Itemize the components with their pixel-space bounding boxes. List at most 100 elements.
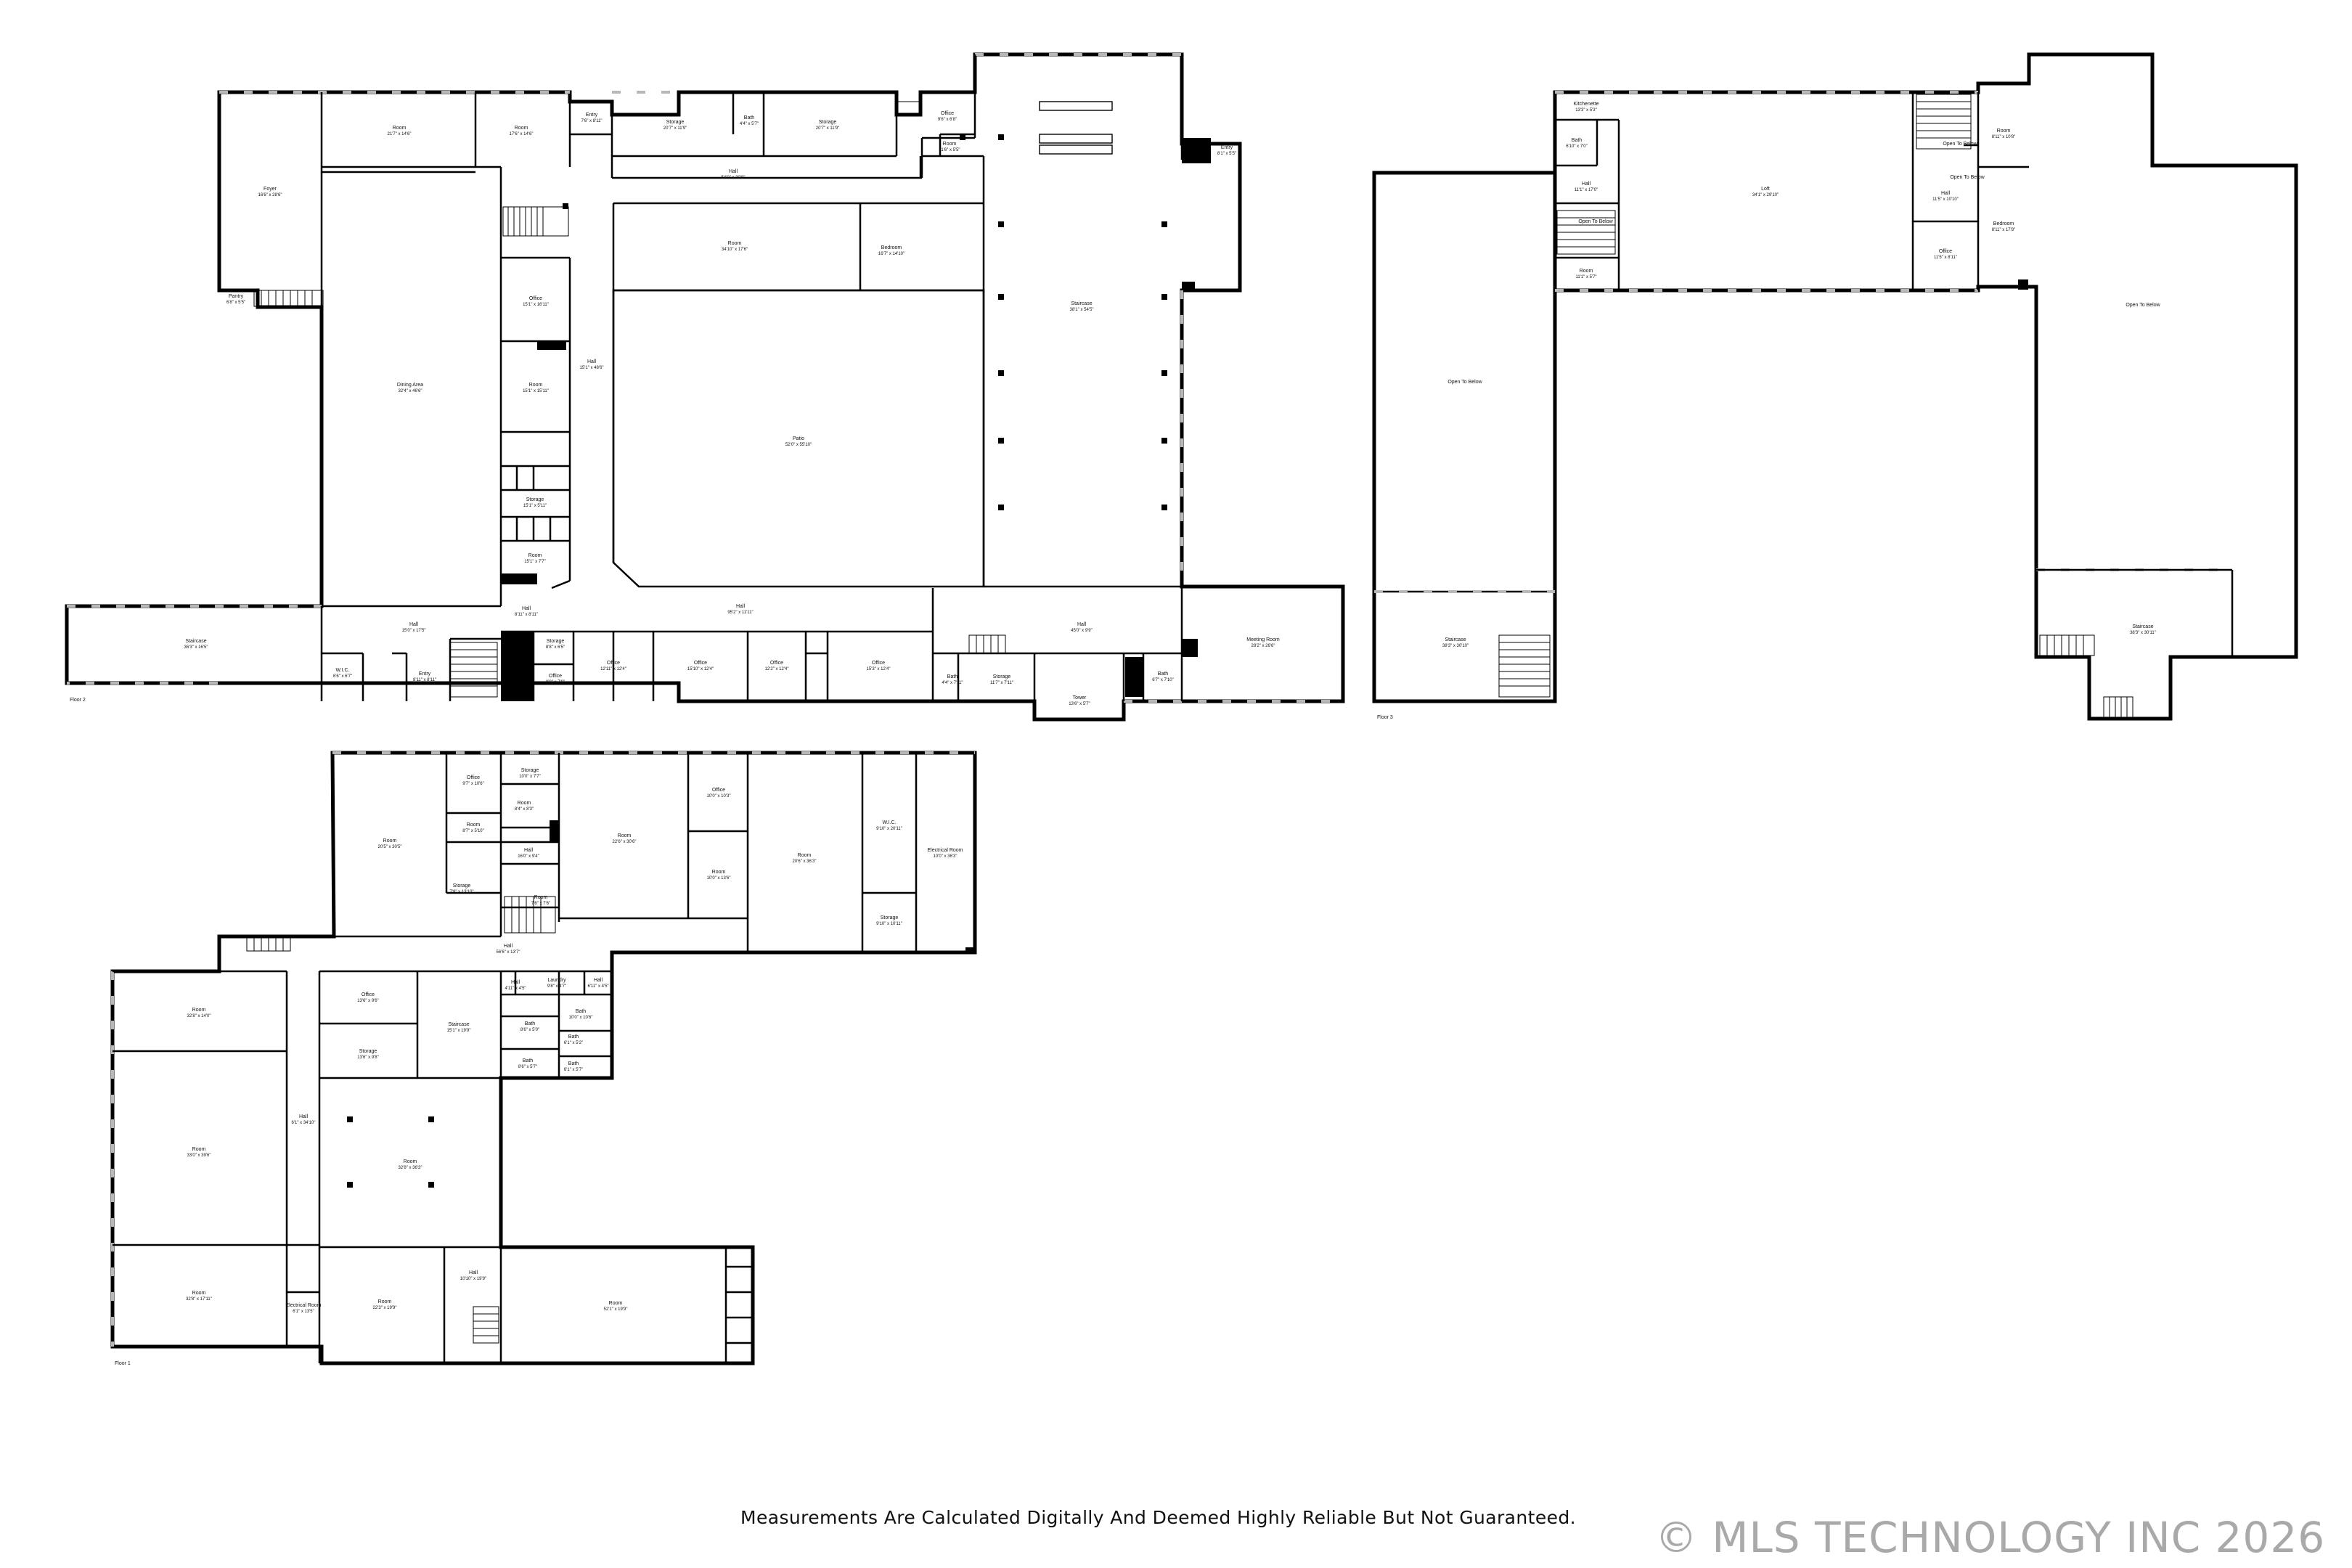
room-size: 9'10" x 20'11": [876, 827, 902, 831]
room-label: Room: [618, 833, 632, 838]
room-size: 15'1" x 19'9": [447, 1029, 471, 1033]
room-size: 8'4" x 8'3": [515, 807, 534, 812]
room-label: Hall: [594, 978, 603, 983]
room-label: Open To Below: [1578, 219, 1613, 224]
room-label: Patio: [793, 436, 804, 441]
room-size: 16'6" x 28'6": [258, 193, 282, 197]
room-size: 9'10" x 10'11": [876, 922, 902, 926]
room-label: Office: [770, 661, 783, 666]
room-size: 15'1" x 7'7": [524, 560, 546, 564]
room-size: 15'3" x 12'4": [867, 667, 891, 671]
room-size: 34'1" x 29'10": [1752, 193, 1779, 197]
room-size: 11'5" x 8'11": [1934, 256, 1957, 260]
room-size: 45'0" x 9'9": [1071, 629, 1093, 633]
room-size: 15'1" x 48'6": [580, 366, 604, 370]
room-size: 7'8" x 13'10": [450, 890, 474, 894]
room-size: 15'10" x 12'4": [687, 667, 714, 671]
room-label: Hall: [469, 1270, 478, 1275]
room-label: Electrical Room: [285, 1303, 321, 1308]
room-size: 10'0" x 10'6": [569, 1016, 593, 1020]
room-label: Pantry: [229, 294, 244, 299]
room-size: 32'8" x 36'3": [399, 1166, 422, 1170]
room-size: 10'0" x 7'7": [519, 775, 541, 779]
room-size: 15'1" x 15'11": [523, 389, 549, 393]
room-size: 4'11" x 4'5": [505, 987, 526, 991]
room-size: 15'1" x 16'11": [523, 303, 549, 307]
room-label: Entry: [1221, 145, 1233, 150]
room-size: 32'4" x 46'6": [399, 389, 422, 393]
room-size: 8'11" x 8'11": [515, 613, 538, 617]
room-label: Hall: [1941, 191, 1951, 196]
floor-1-outline: [110, 751, 977, 1365]
room-label: Bath: [1572, 138, 1583, 143]
room-size: 11'5" x 10'10": [1932, 197, 1959, 202]
room-label: Open To Below: [1943, 142, 1977, 147]
room-size: 11'6" x 5'5": [939, 148, 960, 152]
room-label: Room: [192, 1147, 206, 1152]
room-label: Room: [534, 895, 548, 900]
room-label: Hall: [736, 604, 746, 609]
room-size: 8'1" x 5'5": [1217, 152, 1236, 156]
room-label: Bath: [525, 1021, 536, 1026]
room-size: 95'2" x 11'11": [727, 611, 753, 615]
room-size: 8'8" x 7'8": [546, 680, 565, 685]
room-label: Room: [192, 1291, 206, 1296]
room-label: Loft: [1761, 187, 1770, 192]
room-label: Hall: [511, 980, 520, 985]
copyright-watermark: © MLS TECHNOLOGY INC 2026: [1655, 1513, 2326, 1562]
room-size: 34'10" x 17'6": [722, 248, 748, 252]
room-size: 38'3" x 30'11": [2130, 631, 2156, 635]
room-label: Room: [943, 142, 957, 147]
room-label: Open To Below: [2126, 303, 2160, 308]
room-label: Office: [529, 296, 542, 301]
room-size: 4'4" x 5'7": [740, 122, 759, 126]
room-size: 13'6" x 5'7": [1069, 702, 1090, 706]
room-label: Storage: [359, 1049, 377, 1054]
room-label: Bedroom: [1993, 221, 2014, 226]
room-size: 13'3" x 5'3": [1575, 108, 1597, 113]
room-label: Hall: [729, 169, 738, 174]
floor-3-label: Floor 3: [1377, 715, 1393, 720]
floor-2-label: Floor 2: [70, 698, 86, 703]
room-label: Storage: [819, 120, 837, 125]
room-label: Hall: [587, 359, 597, 364]
room-label: Bath: [744, 115, 755, 121]
room-size: 32'8" x 17'11": [186, 1297, 212, 1302]
room-label: Open To Below: [1950, 175, 1985, 180]
skylight-marks: [1039, 101, 1113, 155]
room-label: Office: [872, 661, 885, 666]
room-size: 16'7" x 14'10": [878, 252, 905, 256]
room-label: Office: [694, 661, 707, 666]
room-size: 52'0" x 55'10": [785, 443, 812, 447]
room-label: Entry: [419, 671, 431, 677]
room-size: 8'7" x 5'10": [462, 829, 484, 833]
room-label: Room: [528, 553, 542, 558]
room-size: 54'0" x 30'8": [722, 176, 746, 180]
room-size: 11'1" x 17'0": [1575, 188, 1598, 192]
room-size: 8'11" x 17'8": [1992, 228, 2015, 232]
room-size: 22'6" x 30'6": [613, 840, 637, 844]
room-label: Office: [1939, 249, 1952, 254]
room-size: 15'0" x 17'5": [402, 629, 426, 633]
room-size: 7'6" x 7'6": [531, 902, 550, 906]
room-label: Hall: [1582, 181, 1591, 187]
room-size: 8'11" x 10'8": [1992, 135, 2015, 139]
room-labels: Foyer 16'6" x 28'6" Room 21'7" x 14'6" R…: [184, 102, 2161, 1314]
room-size: 32'8" x 14'0": [187, 1014, 211, 1018]
room-size: 11'7" x 7'11": [990, 681, 1013, 685]
room-label: Storage: [521, 768, 539, 773]
room-label: W.I.C.: [882, 820, 896, 825]
room-label: Office: [941, 111, 954, 116]
room-size: 28'2" x 26'6": [1251, 644, 1275, 648]
room-size: 8'6" x 5'0": [520, 1028, 539, 1032]
room-label: Foyer: [264, 187, 277, 192]
measurement-disclaimer: Measurements Are Calculated Digitally An…: [740, 1507, 1577, 1528]
room-size: 52'1" x 19'9": [604, 1307, 628, 1312]
room-size: 20'7" x 11'9": [816, 126, 839, 131]
room-size: 16'0" x 9'4": [518, 854, 539, 859]
room-size: 21'7" x 14'6": [388, 132, 412, 136]
room-label: Room: [378, 1299, 392, 1304]
room-label: Bath: [523, 1058, 534, 1063]
room-label: Storage: [881, 915, 899, 920]
room-size: 4'4" x 7'11": [942, 681, 963, 685]
